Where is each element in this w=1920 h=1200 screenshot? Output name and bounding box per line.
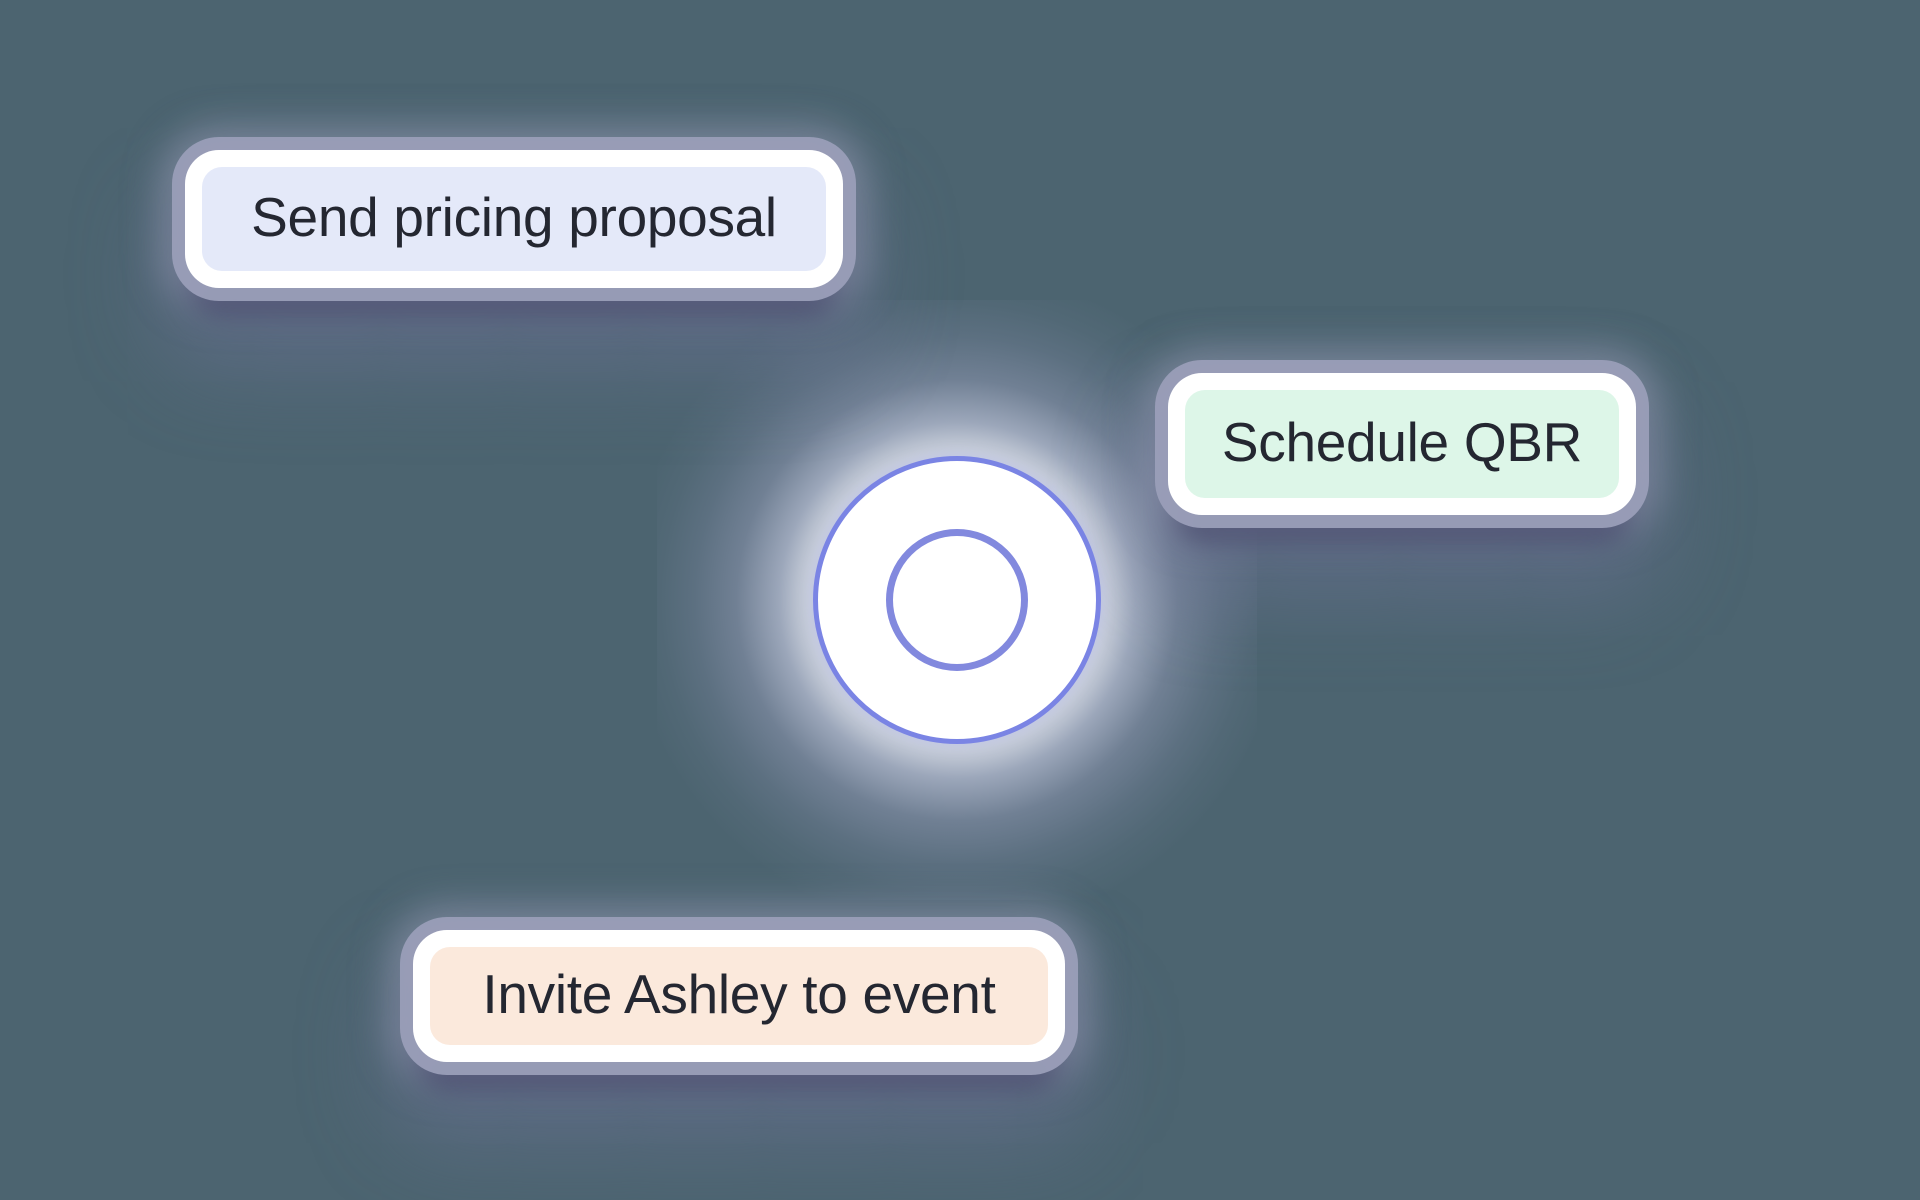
task-chip-inner: Invite Ashley to event — [430, 947, 1048, 1045]
task-chip-label: Send pricing proposal — [251, 185, 777, 248]
task-chip-send-pricing-proposal[interactable]: Send pricing proposal — [185, 150, 843, 288]
task-chip-label: Invite Ashley to event — [482, 962, 996, 1025]
task-chip-schedule-qbr[interactable]: Schedule QBR — [1168, 373, 1636, 515]
task-chip-invite-ashley-to-event[interactable]: Invite Ashley to event — [413, 930, 1065, 1062]
task-chip-inner: Send pricing proposal — [202, 167, 826, 271]
focus-ring-circle[interactable] — [813, 456, 1101, 744]
task-chip-inner: Schedule QBR — [1185, 390, 1619, 498]
focus-ring-inner-circle — [886, 529, 1028, 671]
task-chip-label: Schedule QBR — [1221, 410, 1583, 473]
